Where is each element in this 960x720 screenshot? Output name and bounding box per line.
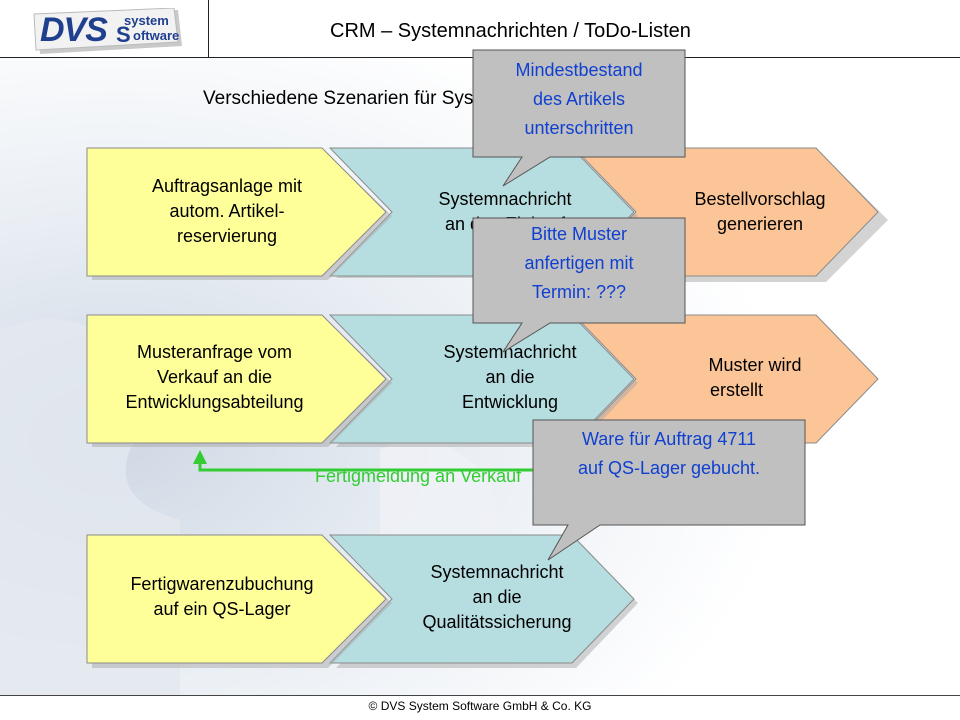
row3-step1-box [86,534,387,664]
callout-2-bubble [472,217,686,353]
row2-step1-label: Musteranfrage vom Verkauf an die Entwick… [125,342,304,412]
logo-emblem [33,8,182,54]
callout-3-text: Ware für Auftrag 4711 auf QS-Lager gebuc… [577,429,761,478]
callout-1-bubble [472,49,686,187]
page-title: CRM – Systemnachrichten / ToDo-Listen [330,20,691,42]
callout-1-text: Mindestbestand des Artikels unterschritt… [515,60,643,138]
footer-divider [0,695,960,696]
callout-2-text: Bitte Muster anfertigen mit Termin: ??? [524,224,634,302]
header-divider-vertical [208,0,209,57]
logo-text-main: DVS [40,11,108,49]
row3-step1-label: Fertigwarenzubuchung auf ein QS-Lager [130,574,314,619]
row2-step3-chevron [572,314,879,444]
row1-step1-label: Auftragsanlage mit autom. Artikel- reser… [151,176,303,246]
footer-copyright: © DVS System Software GmbH & Co. KG [368,699,592,713]
logo-text-system: system [124,13,169,28]
callout-3-bubble [532,419,806,561]
dvs-logo: DVS system S oftware [30,8,200,54]
logo-text-s: S [116,22,131,47]
row2-step2-label: Systemnachricht an die Entwicklung [443,342,577,412]
row2-step3-label: Muster wird erstellt [708,355,802,400]
row2-step1-box [86,314,387,444]
row1-step3-label: Bestellvorschlag generieren [694,189,826,234]
feedback-label: Fertigmeldung an Verkauf [315,466,522,486]
row3-step2-label: Systemnachricht an die Qualitätssicherun… [422,562,572,632]
logo-text-software: oftware [133,28,180,43]
row1-step1-box [86,147,387,277]
feedback-arrow-head [193,450,207,464]
feedback-arrow-line [198,462,560,472]
